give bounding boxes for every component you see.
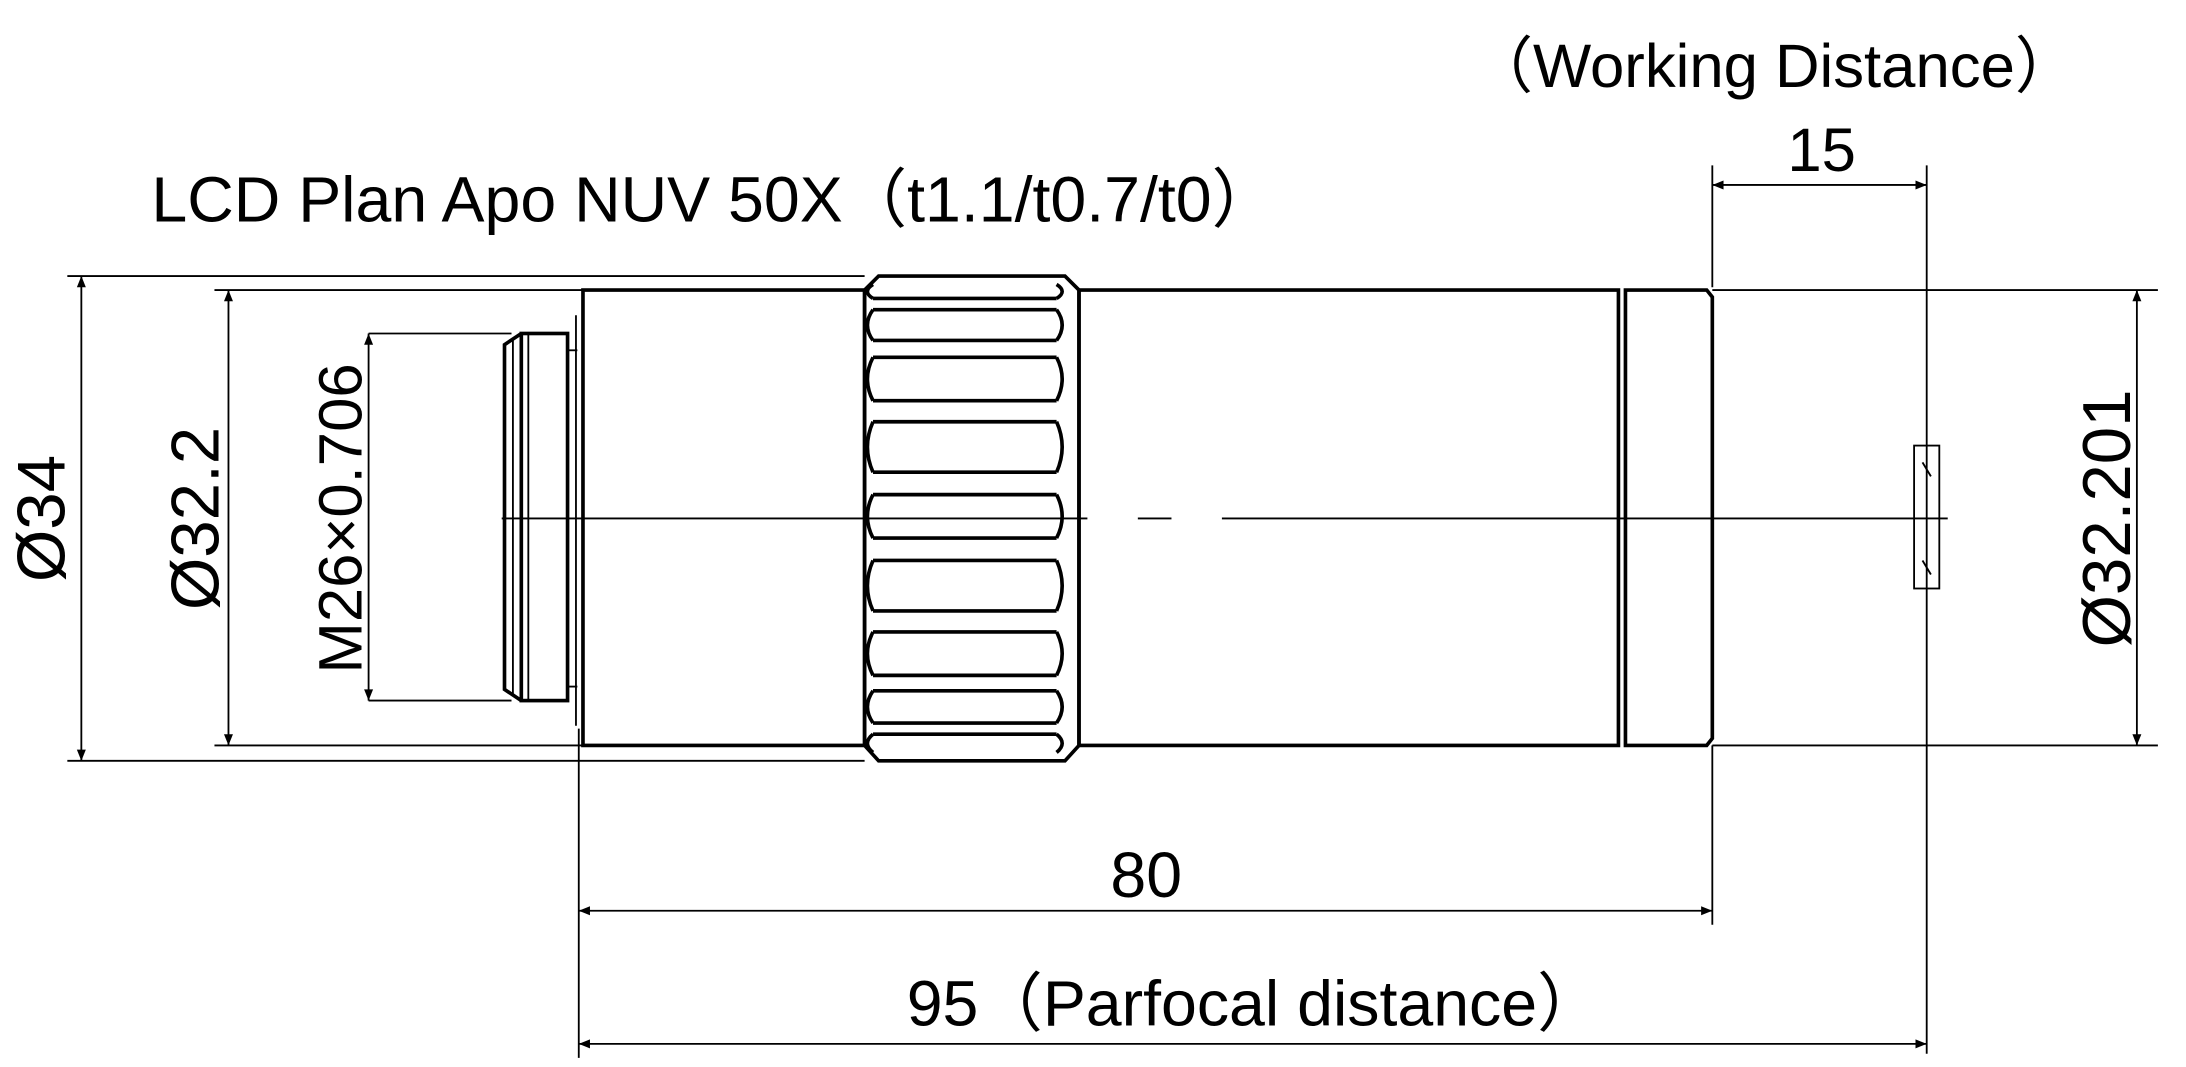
knurl-ridge bbox=[865, 356, 1064, 402]
thread-value: M26×0.706 bbox=[307, 363, 376, 673]
knurl-ridge bbox=[865, 559, 1064, 612]
knurl-ridge bbox=[865, 282, 1064, 300]
front-diameter-value: Ø32.201 bbox=[2070, 389, 2145, 647]
knurl-ridge bbox=[865, 631, 1064, 677]
body-diameter-value: Ø32.2 bbox=[159, 427, 234, 610]
working-distance-label: （Working Distance） bbox=[1471, 32, 2076, 101]
working-distance-value: 15 bbox=[1787, 116, 1856, 185]
length-dimension: 80 bbox=[577, 728, 1714, 1058]
outer-diameter-value: Ø34 bbox=[5, 455, 80, 582]
knurl-ridge bbox=[865, 493, 1064, 539]
body-diameter-dimension: Ø32.2 bbox=[159, 289, 583, 747]
thread-dimension: M26×0.706 bbox=[307, 332, 512, 702]
knurl-ridge bbox=[865, 689, 1064, 725]
lens-body bbox=[501, 274, 1948, 763]
working-distance-dimension: 15 bbox=[1711, 116, 1928, 1054]
length-value: 80 bbox=[1110, 839, 1182, 911]
knurl-grooves bbox=[865, 282, 1064, 754]
parfocal-value: 95（Parfocal distance） bbox=[907, 968, 1602, 1040]
knurl-ridge bbox=[865, 308, 1064, 342]
outer-diameter-dimension: Ø34 bbox=[5, 275, 865, 762]
parfocal-dimension: 95（Parfocal distance） bbox=[578, 968, 1927, 1049]
knurl-ridge bbox=[865, 421, 1064, 473]
front-diameter-dimension: Ø32.201 bbox=[1712, 289, 2158, 747]
lens-title: LCD Plan Apo NUV 50X（t1.1/t0.7/t0） bbox=[151, 163, 1276, 235]
knurl-ridge bbox=[865, 732, 1064, 754]
